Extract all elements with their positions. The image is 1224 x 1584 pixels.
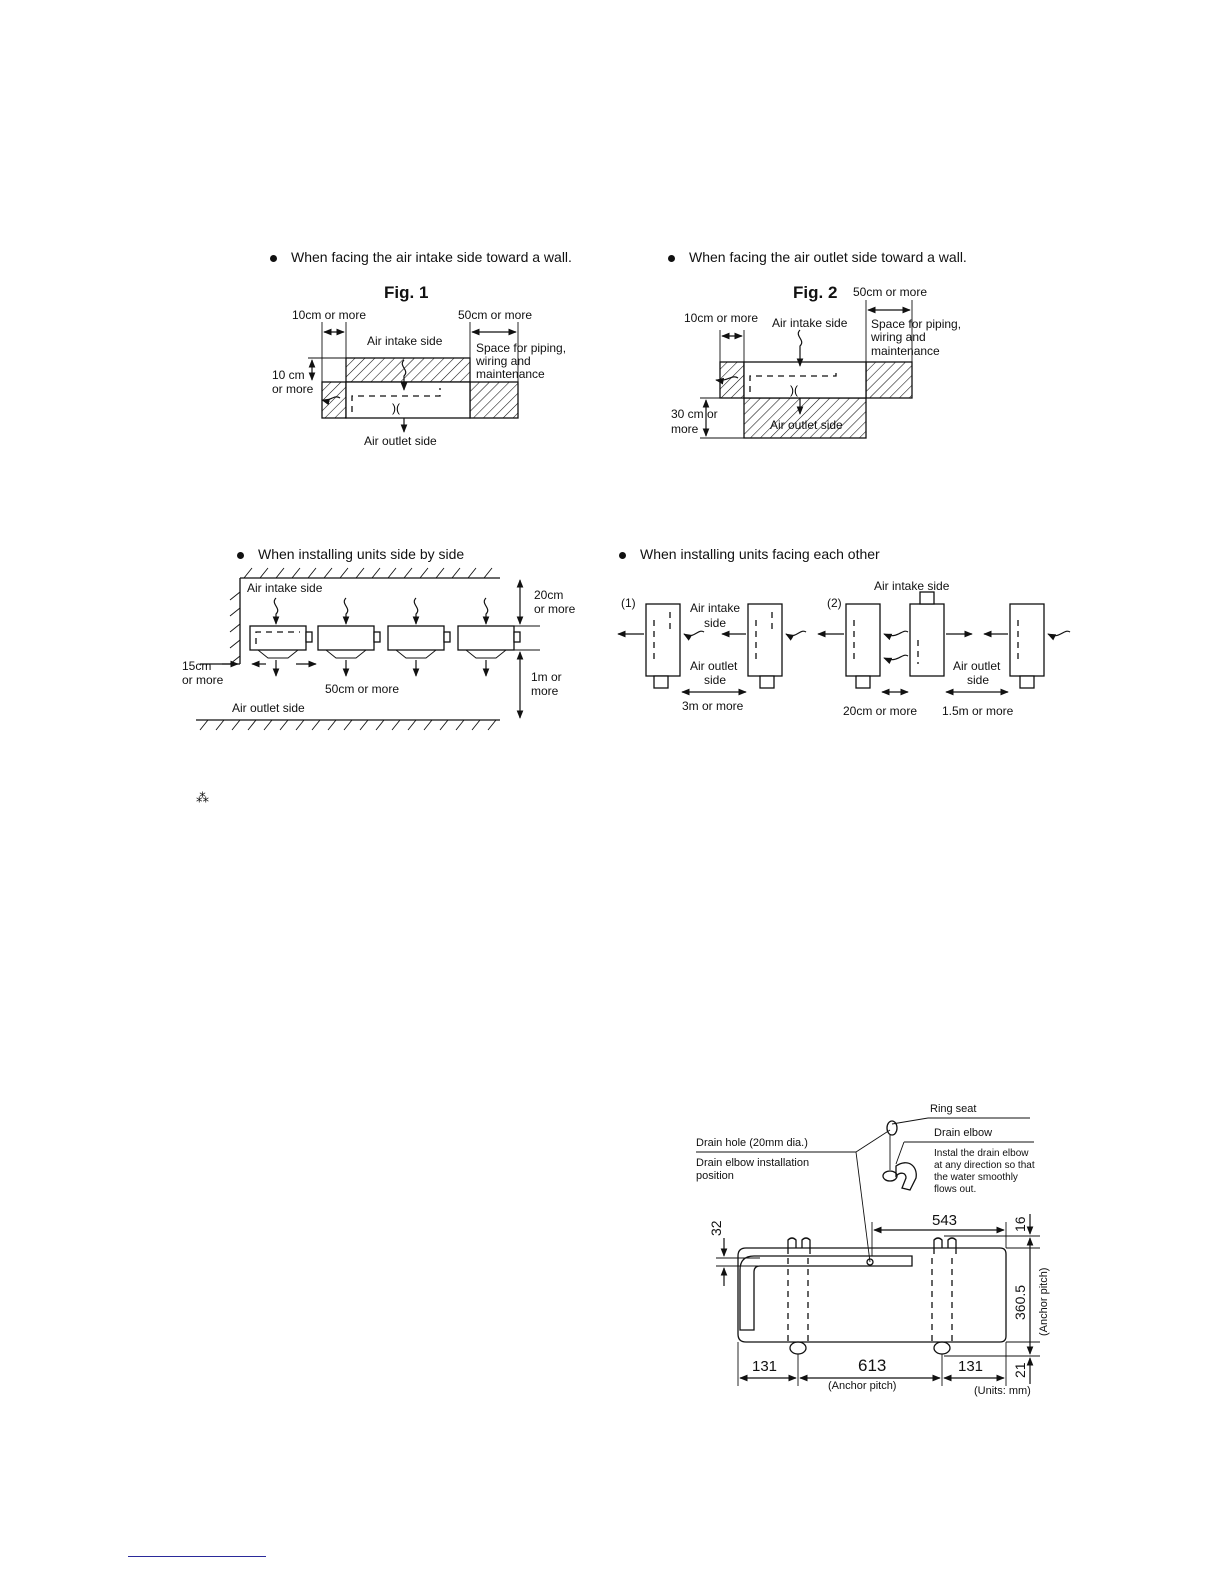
bullet-icon xyxy=(270,254,277,262)
dim-21: 21 xyxy=(1012,1362,1028,1378)
fig1-right-clear-label: 50cm or more xyxy=(458,308,533,322)
dim-32: 32 xyxy=(708,1220,724,1236)
ring-seat-label: Ring seat xyxy=(930,1103,977,1115)
note-symbol: ⁂ xyxy=(196,790,209,805)
fig1-title: Fig. 1 xyxy=(384,283,429,302)
fig2-space-label-2: wiring and xyxy=(871,330,926,344)
base-plate xyxy=(737,1247,1007,1343)
bullet-icon xyxy=(237,551,244,559)
side-by-side-drawing xyxy=(196,567,540,731)
fig1-maintenance-space xyxy=(469,381,519,419)
facing-case2-label: (2) xyxy=(827,596,842,610)
dim-131-right: 131 xyxy=(958,1358,984,1375)
unit-1 xyxy=(249,625,307,651)
elbow-position-label-1: Drain elbow installation xyxy=(696,1157,810,1169)
facing-outlet2-label-2: side xyxy=(967,673,990,687)
facing-outlet2-label-1: Air outlet xyxy=(953,659,1001,673)
unit-3 xyxy=(387,625,445,651)
dim-613: 613 xyxy=(858,1356,887,1375)
drain-drawing xyxy=(696,1117,1040,1386)
bullet-icon xyxy=(668,254,675,262)
sbs-left-label-2: or more xyxy=(182,673,224,687)
anchor-pitch-horizontal: (Anchor pitch) xyxy=(828,1380,897,1392)
fig2-unit xyxy=(743,361,867,399)
facing-drawing xyxy=(617,591,1071,696)
fig2-outlet-label: Air outlet side xyxy=(770,418,843,432)
anchor-pitch-vertical: (Anchor pitch) xyxy=(1038,1267,1050,1336)
unit-2 xyxy=(317,625,375,651)
install-note-1: Instal the drain elbow xyxy=(934,1148,1029,1159)
facing-dist3-label: 1.5m or more xyxy=(942,704,1014,718)
fig1-left-clear-label: 10cm or more xyxy=(292,308,367,322)
drain-elbow-label: Drain elbow xyxy=(934,1127,993,1139)
facing-caption: When installing units facing each other xyxy=(619,546,880,562)
fig2-bottom-label-1: 30 cm or xyxy=(671,407,718,421)
elbow-position-label-2: position xyxy=(696,1170,734,1182)
fig2-right-clear-label: 50cm or more xyxy=(853,285,928,299)
facing-outlet-label-1: Air outlet xyxy=(690,659,738,673)
fig1-intake-wall xyxy=(345,357,471,383)
sbs-intake-label: Air intake side xyxy=(247,581,323,595)
install-note-2: at any direction so that xyxy=(934,1160,1035,1171)
dim-131-left: 131 xyxy=(752,1358,778,1375)
facing-top-intake-label: Air intake side xyxy=(874,579,950,593)
fig1-caption: When facing the air intake side toward a… xyxy=(270,249,572,265)
drain-hole-label: Drain hole (20mm dia.) xyxy=(696,1137,808,1149)
dim-360-5: 360.5 xyxy=(1012,1284,1028,1320)
fig1-space-label-1: Space for piping, xyxy=(476,341,567,355)
sbs-bottom-label-1: 1m or xyxy=(531,670,562,684)
install-note-3: the water smoothly xyxy=(934,1172,1018,1183)
sbs-bottom-label-2: more xyxy=(531,684,559,698)
fig2-caption: When facing the air outlet side toward a… xyxy=(668,249,967,265)
sbs-outlet-label: Air outlet side xyxy=(232,701,305,715)
fig2-outlet-wall xyxy=(743,397,867,439)
fig1-unit xyxy=(345,381,471,419)
drain-hole-icon xyxy=(866,1258,874,1266)
fig2-maintenance-space xyxy=(865,361,913,399)
footer-divider xyxy=(128,1556,266,1557)
case1-unit-right xyxy=(747,603,783,677)
case2-unit-a xyxy=(845,603,881,677)
unit-4 xyxy=(457,625,515,651)
side-by-side-caption: When installing units side by side xyxy=(237,546,464,562)
facing-outlet-label-2: side xyxy=(704,673,727,687)
facing-dist2-label: 20cm or more xyxy=(843,704,918,718)
fig1-outlet-label: Air outlet side xyxy=(364,434,437,448)
sbs-left-label-1: 15cm xyxy=(182,659,212,673)
case2-unit-c xyxy=(1009,603,1045,677)
facing-intake-label-1: Air intake xyxy=(690,601,741,615)
facing-intake-label-2: side xyxy=(704,616,727,630)
sbs-top-label-2: or more xyxy=(534,602,576,616)
fig1-space-label-2: wiring and xyxy=(476,354,531,368)
fig2-space-label-1: Space for piping, xyxy=(871,317,962,331)
fig1-space-label-3: maintenance xyxy=(476,367,545,381)
fig2-left-clear-label: 10cm or more xyxy=(684,311,759,325)
case2-unit-b xyxy=(909,603,945,677)
facing-dist1-label: 3m or more xyxy=(682,699,744,713)
sbs-between-label: 50cm or more xyxy=(325,682,400,696)
dim-543: 543 xyxy=(932,1212,958,1229)
fig1-top-label-1: 10 cm xyxy=(272,368,305,382)
case1-unit-left xyxy=(645,603,681,677)
bullet-icon xyxy=(619,551,626,559)
fig2-bottom-label-2: more xyxy=(671,422,699,436)
svg-text:)(: )( xyxy=(392,401,400,415)
units-label: (Units: mm) xyxy=(974,1385,1031,1397)
svg-text:)(: )( xyxy=(790,383,798,397)
fig1-top-label-2: or more xyxy=(272,382,314,396)
fig2-title: Fig. 2 xyxy=(793,283,838,302)
fig1-drawing: )( xyxy=(308,322,519,433)
fig2-drawing: )( xyxy=(700,300,913,439)
dim-16: 16 xyxy=(1012,1216,1028,1232)
fig2-space-label-3: maintenance xyxy=(871,344,940,358)
fig2-intake-label: Air intake side xyxy=(772,316,848,330)
install-note-4: flows out. xyxy=(934,1184,977,1195)
sbs-top-label-1: 20cm xyxy=(534,588,564,602)
fig1-intake-label: Air intake side xyxy=(367,334,443,348)
facing-case1-label: (1) xyxy=(621,596,636,610)
